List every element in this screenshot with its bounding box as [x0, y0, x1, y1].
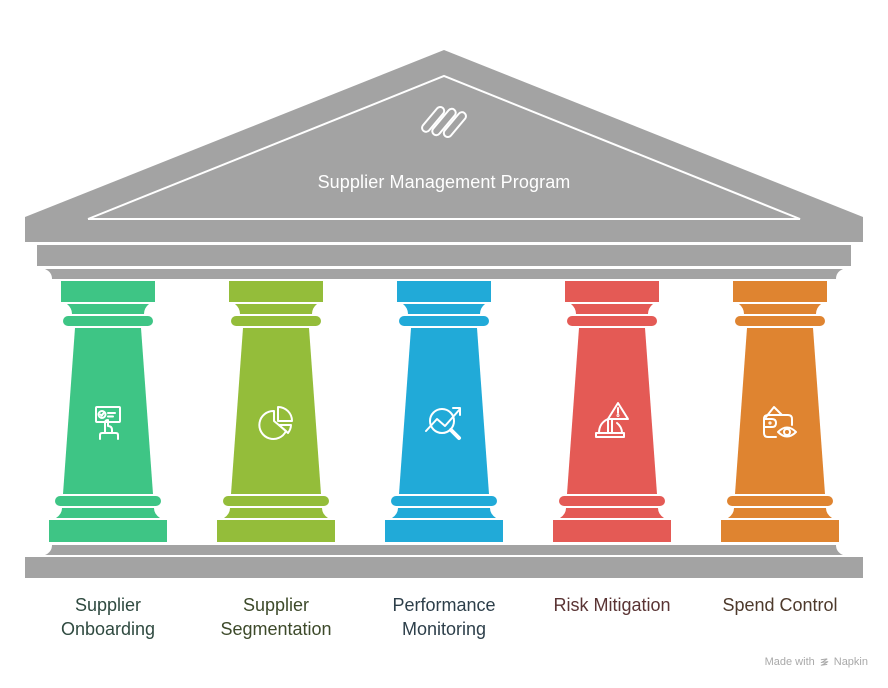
foundation — [25, 545, 863, 578]
napkin-logo-icon — [820, 657, 829, 666]
pillar-label-5: Spend Control — [700, 593, 860, 617]
pillar-label-4: Risk Mitigation — [532, 593, 692, 617]
hardhat-warning-icon — [595, 402, 629, 438]
pillar-3 — [385, 281, 503, 542]
wallet-eye-icon — [763, 406, 797, 438]
pillar-1 — [49, 281, 167, 542]
pillar-label-line1: Risk Mitigation — [553, 595, 671, 615]
pillar-label-line1: Spend Control — [722, 595, 838, 615]
roof-title: Supplier Management Program — [317, 172, 571, 192]
pillar-label-line2: Onboarding — [60, 619, 156, 639]
roof — [25, 50, 863, 245]
watermark: Made with Napkin — [765, 656, 868, 668]
watermark-prefix: Made with — [764, 656, 815, 668]
connected-bars-icon — [421, 105, 467, 139]
pillar-label-line1: Performance — [392, 595, 496, 615]
trend-magnifier-icon — [425, 407, 461, 440]
pie-chart-icon — [258, 406, 293, 440]
pillar-label-line1: Supplier — [242, 595, 310, 615]
pillar-label-line2: Monitoring — [401, 619, 487, 639]
pillar-label-line1: Supplier — [74, 595, 142, 615]
pillar-label-line2: Segmentation — [220, 619, 332, 639]
pillar-2 — [217, 281, 335, 542]
onboarding-presentation-icon — [95, 406, 121, 440]
architrave — [37, 245, 851, 279]
watermark-brand: Napkin — [833, 656, 868, 668]
pillar-5 — [721, 281, 839, 542]
